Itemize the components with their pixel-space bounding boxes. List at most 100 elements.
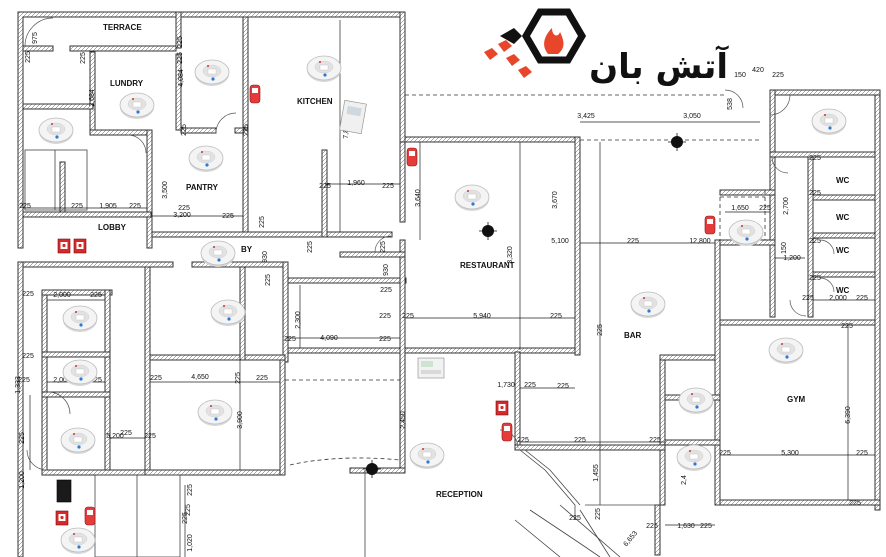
room-label-restaurant: RESTAURANT bbox=[460, 261, 515, 270]
smoke-detector-icon bbox=[197, 399, 233, 427]
dimension-label: 225 bbox=[595, 508, 602, 520]
dimension-label: 2,000 bbox=[53, 292, 71, 299]
smoke-detectors bbox=[38, 55, 847, 555]
dimension-label: 225 bbox=[569, 515, 581, 522]
flame-hex-icon bbox=[484, 8, 587, 78]
dimension-labels: 9752252252252,6842254,0842252257,8092251… bbox=[15, 32, 868, 552]
dimension-label: 225 bbox=[284, 336, 296, 343]
dimension-label: 225 bbox=[517, 437, 529, 444]
manual-call-point-icon bbox=[495, 400, 509, 416]
dimension-label: 225 bbox=[379, 313, 391, 320]
dimension-label: 225 bbox=[150, 375, 162, 382]
dimension-label: 225 bbox=[129, 203, 141, 210]
dimension-label: 225 bbox=[841, 323, 853, 330]
dimension-label: 2,300 bbox=[295, 311, 302, 329]
manual-call-point-icon bbox=[57, 238, 71, 254]
dimension-label: 225 bbox=[187, 484, 194, 496]
room-label-pantry: PANTRY bbox=[186, 183, 219, 192]
dimension-label: 225 bbox=[222, 213, 234, 220]
dimension-label: 420 bbox=[752, 67, 764, 74]
dimension-label: 225 bbox=[22, 353, 34, 360]
dimension-label: 225 bbox=[772, 72, 784, 79]
dimension-label: 1,630 bbox=[677, 523, 695, 530]
dimension-label: 2,450 bbox=[400, 411, 407, 429]
dimension-label: 225 bbox=[120, 430, 132, 437]
stairs-top bbox=[24, 149, 88, 211]
dimension-label: 225 bbox=[524, 382, 536, 389]
dimension-label: 225 bbox=[809, 238, 821, 245]
manual-call-point-icon bbox=[55, 510, 69, 526]
room-labels: TERRACE LUNDRY KITCHEN PANTRY LOBBY BY R… bbox=[98, 23, 850, 499]
smoke-detector-icon bbox=[200, 240, 236, 268]
dimension-label: 4,650 bbox=[191, 374, 209, 381]
smoke-detector-icon bbox=[62, 305, 98, 333]
smoke-detector-icon bbox=[768, 337, 804, 365]
dimension-label: 225 bbox=[627, 238, 639, 245]
stairs-bottom bbox=[94, 474, 181, 557]
dimension-label: 225 bbox=[382, 183, 394, 190]
dimension-label: 1,960 bbox=[347, 180, 365, 187]
dimension-label: 12,800 bbox=[689, 238, 711, 245]
dimension-label: 6,390 bbox=[845, 406, 852, 424]
dimension-label: 1,333 bbox=[15, 376, 22, 394]
smoke-detector-icon bbox=[454, 184, 490, 212]
dimension-label: 975 bbox=[32, 32, 39, 44]
dimension-label: 225 bbox=[235, 372, 242, 384]
smoke-detector-icon bbox=[194, 59, 230, 87]
room-label-lundry: LUNDRY bbox=[110, 79, 144, 88]
dimension-label: 930 bbox=[262, 251, 269, 263]
dimension-label: 225 bbox=[719, 450, 731, 457]
dimension-label: 150 bbox=[781, 242, 788, 254]
dimension-label: 225 bbox=[80, 52, 87, 64]
dimension-label: 225 bbox=[380, 287, 392, 294]
smoke-detector-icon bbox=[60, 527, 96, 555]
dimension-label: 225 bbox=[809, 275, 821, 282]
dimension-label: 225 bbox=[557, 383, 569, 390]
heat-detector-icon bbox=[362, 459, 382, 479]
dimension-label: 225 bbox=[256, 375, 268, 382]
dimension-label: 225 bbox=[809, 190, 821, 197]
smoke-detector-icon bbox=[210, 299, 246, 327]
smoke-detector-icon bbox=[630, 291, 666, 319]
room-label-wc-3: WC bbox=[836, 246, 850, 255]
sounder-icon bbox=[704, 215, 716, 235]
room-label-kitchen: KITCHEN bbox=[297, 97, 333, 106]
smoke-detector-icon bbox=[811, 108, 847, 136]
fire-extinguisher-cabinet-icon bbox=[56, 479, 72, 503]
sounder-icon bbox=[84, 506, 96, 526]
dimension-label: 4,090 bbox=[320, 335, 338, 342]
dimension-label: 225 bbox=[259, 216, 266, 228]
smoke-detector-icon bbox=[60, 427, 96, 455]
dimension-label: 5,300 bbox=[781, 450, 799, 457]
dimension-label: 2,000 bbox=[829, 295, 847, 302]
dimension-label: 225 bbox=[379, 336, 391, 343]
smoke-detector-icon bbox=[119, 92, 155, 120]
dimension-label: 225 bbox=[402, 313, 414, 320]
dimension-label: 3,050 bbox=[683, 113, 701, 120]
dimension-label: 1,650 bbox=[731, 205, 749, 212]
dimension-label: 3,640 bbox=[415, 189, 422, 207]
dimension-label: 225 bbox=[759, 205, 771, 212]
dimension-label: 538 bbox=[727, 98, 734, 110]
room-label-terrace: TERRACE bbox=[103, 23, 142, 32]
dimension-label: 225 bbox=[90, 377, 102, 384]
dimension-label: 2,684 bbox=[89, 89, 96, 107]
heat-detector-icon bbox=[667, 132, 687, 152]
smoke-detector-icon bbox=[38, 117, 74, 145]
room-label-bar: BAR bbox=[624, 331, 642, 340]
dimension-label: 1,200 bbox=[783, 255, 801, 262]
smoke-detector-icon bbox=[676, 444, 712, 472]
dimension-label: 225 bbox=[550, 313, 562, 320]
dimension-label: 1,200 bbox=[19, 471, 26, 489]
dimension-label: 225 bbox=[144, 433, 156, 440]
walls bbox=[17, 11, 881, 557]
dimension-label: 5,940 bbox=[473, 313, 491, 320]
dimension-label: 225 bbox=[597, 324, 604, 336]
dimension-label: 225 bbox=[809, 155, 821, 162]
dimension-label: 1,020 bbox=[187, 534, 194, 552]
dimension-label: 225 bbox=[856, 295, 868, 302]
dimension-label: 225 bbox=[185, 504, 192, 516]
room-label-reception: RECEPTION bbox=[436, 490, 483, 499]
dimension-label: 225 bbox=[71, 203, 83, 210]
